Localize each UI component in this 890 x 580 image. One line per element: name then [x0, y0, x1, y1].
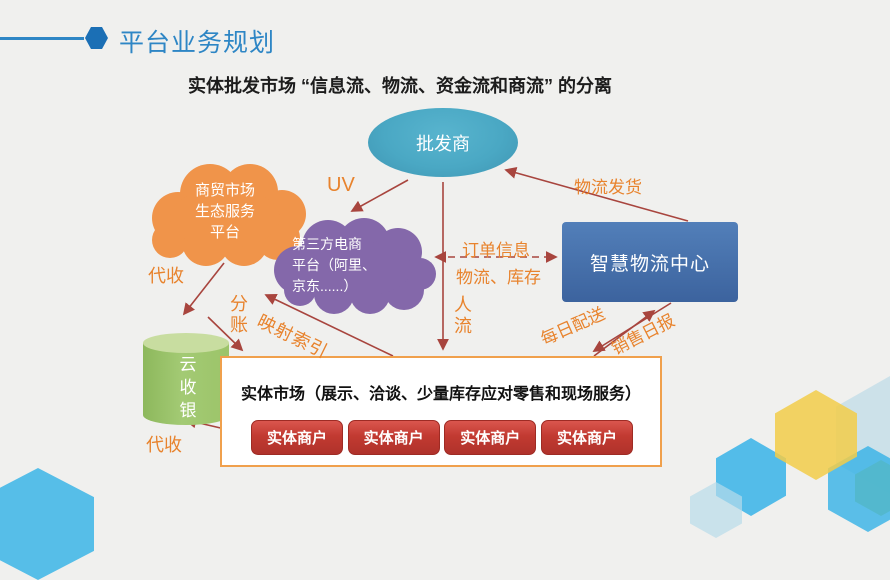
- page-title: 平台业务规划: [119, 29, 276, 57]
- label-uv: UV: [327, 174, 355, 196]
- merchant-button: 实体商户: [347, 420, 440, 455]
- header-hexagon-icon: [85, 27, 108, 49]
- label-collection-top: 代收: [148, 266, 184, 286]
- header-accent-line: [0, 37, 84, 40]
- cylinder-top: [143, 333, 229, 353]
- diagram-subtitle: 实体批发市场 “信息流、物流、资金流和商流” 的分离: [188, 76, 612, 96]
- node-logistics-center: 智慧物流中心: [562, 222, 738, 302]
- merchant-button: 实体商户: [251, 420, 343, 455]
- label-split-account: 分账: [228, 294, 248, 336]
- label-order-info: 订单信息: [462, 241, 530, 260]
- cylinder-body: [143, 343, 229, 425]
- merchant-button: 实体商户: [540, 420, 633, 455]
- merchant-button: 实体商户: [444, 420, 537, 455]
- edge-sales-report: [593, 309, 656, 357]
- node-logistics-center-label: 智慧物流中心: [589, 253, 710, 275]
- node-physical-market: 实体市场（展示、洽谈、少量库存应对零售和现场服务） 实体商户 实体商户 实体商户…: [220, 356, 662, 467]
- edge-split-account: [207, 316, 244, 352]
- edge-collection-top: [182, 262, 225, 316]
- node-wholesaler-label: 批发商: [416, 133, 470, 154]
- edge-logistics-shipping: [504, 166, 689, 222]
- slide-canvas: { "slide": { "title": "平台业务规划", "subtitl…: [0, 27, 890, 580]
- merchant-row: 实体商户 实体商户 实体商户 实体商户: [251, 420, 633, 455]
- node-cloud-cashier: 云收银: [143, 333, 229, 433]
- label-people-flow: 人流: [452, 295, 472, 337]
- node-wholesaler: 批发商: [368, 108, 518, 177]
- edge-uv: [350, 179, 409, 212]
- label-logistics-inventory: 物流、库存: [456, 268, 541, 287]
- node-cloud-cashier-label: 云收银: [176, 355, 196, 424]
- physical-market-title: 实体市场（展示、洽谈、少量库存应对零售和现场服务）: [240, 386, 641, 403]
- label-collection-bottom: 代收: [146, 435, 182, 455]
- label-logistics-shipping: 物流发货: [574, 178, 642, 197]
